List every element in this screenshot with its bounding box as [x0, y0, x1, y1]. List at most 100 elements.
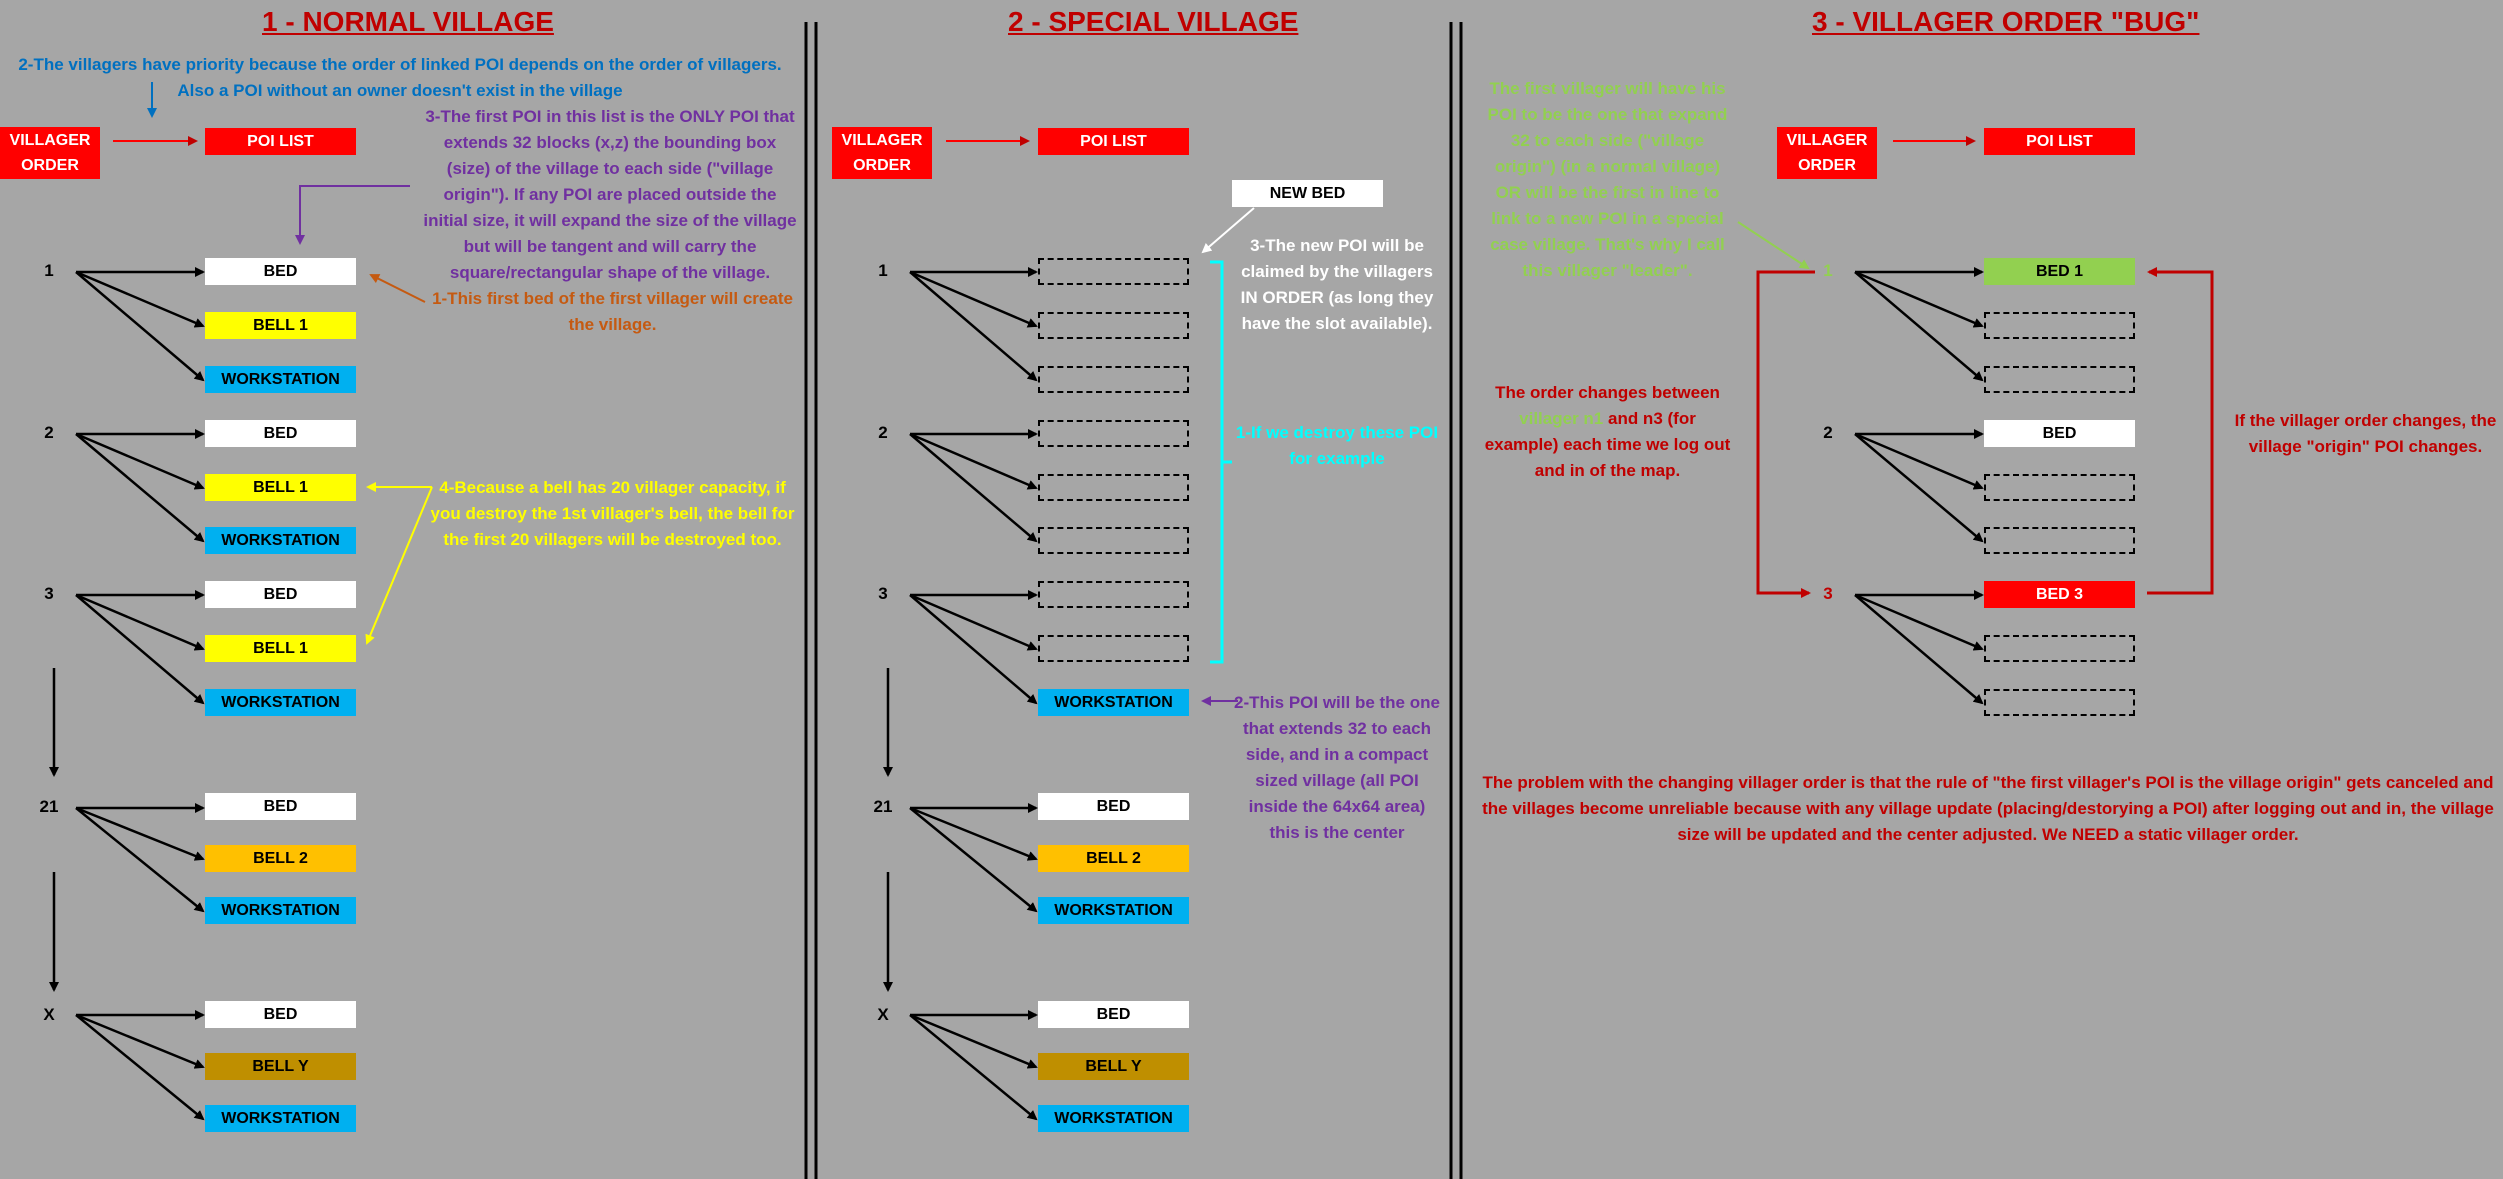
c2-villager-order-header: VILLAGER ORDER	[832, 127, 932, 179]
c2-empty-slot	[1038, 527, 1189, 554]
first-poi-arrow	[295, 185, 410, 245]
c1-v3-bell: BELL 1	[205, 635, 356, 662]
poi-link-arrow	[1854, 593, 1984, 651]
order-changes-villager: villager n1	[1519, 409, 1604, 428]
poi-link-arrow	[1854, 270, 1984, 328]
c1-vx-workstation: WORKSTATION	[205, 1105, 356, 1132]
c2-v3-workstation: WORKSTATION	[1038, 689, 1189, 716]
note-origin-changes: If the villager order changes, the villa…	[2234, 411, 2497, 456]
c2-empty-slot	[1038, 258, 1189, 285]
c1-vx-bed: BED	[205, 1001, 356, 1028]
c2-villager-3-number: 3	[878, 584, 888, 603]
c1-v21-workstation: WORKSTATION	[205, 897, 356, 924]
c2-poi-list-header: POI LIST	[1038, 128, 1189, 155]
c3-empty-slot	[1984, 474, 2135, 501]
c2-empty-slot	[1038, 474, 1189, 501]
poi-link-arrow	[909, 1013, 1038, 1069]
poi-link-arrow	[75, 1014, 205, 1121]
c3-v1-bed: BED 1	[1984, 258, 2135, 285]
order-swap-arrow	[1756, 270, 1815, 598]
c2-empty-slot	[1038, 635, 1189, 662]
c2-villager-2-number: 2	[878, 423, 888, 442]
c3-empty-slot	[1984, 635, 2135, 662]
poi-link-arrow	[75, 593, 205, 651]
note-problem: The problem with the changing villager o…	[1482, 773, 2494, 844]
c1-v1-bed: BED	[205, 258, 356, 285]
c2-villager-1-number: 1	[878, 261, 888, 280]
c1-v2-bed: BED	[205, 420, 356, 447]
c2-vx-bed: BED	[1038, 1001, 1189, 1028]
poi-list-header: POI LIST	[205, 128, 356, 155]
note-poi-extends: 2-This POI will be the one that extends …	[1234, 693, 1440, 842]
poi-link-arrow	[75, 1013, 205, 1069]
c2-empty-slot	[1038, 312, 1189, 339]
c1-v21-bell: BELL 2	[205, 845, 356, 872]
c1-v1-workstation: WORKSTATION	[205, 366, 356, 393]
note-leader: The first villager will have his POI to …	[1487, 79, 1728, 280]
column-separators	[804, 22, 1463, 1179]
note-first-poi: 3-The first POI in this list is the ONLY…	[423, 107, 797, 282]
title-special-village: 2 - SPECIAL VILLAGE	[1008, 6, 1299, 37]
poi-link-arrow	[1854, 433, 1984, 543]
c3-villager-order-header: VILLAGER ORDER	[1777, 127, 1877, 179]
c1-v2-bell: BELL 1	[205, 474, 356, 501]
c2-v21-bed: BED	[1038, 793, 1189, 820]
note-order-changes: The order changes between villager n1 an…	[1480, 380, 1735, 484]
poi-link-arrow	[909, 593, 1038, 651]
poi-link-arrow	[909, 806, 1038, 861]
villager-1-number: 1	[44, 261, 54, 280]
title-villager-order-bug: 3 - VILLAGER ORDER "BUG"	[1812, 6, 2200, 37]
villager-order-header: VILLAGER ORDER	[0, 127, 100, 179]
origin-bracket	[2147, 267, 2214, 595]
new-bed-arrow	[1201, 207, 1255, 254]
c3-empty-slot	[1984, 689, 2135, 716]
title-normal-village: 1 - NORMAL VILLAGE	[262, 6, 554, 37]
note-bell-capacity: 4-Because a bell has 20 villager capacit…	[430, 478, 795, 549]
note-first-bed: 1-This first bed of the first villager w…	[432, 289, 793, 334]
c1-v1-bell: BELL 1	[205, 312, 356, 339]
c3-villager-1-number: 1	[1823, 261, 1833, 280]
c1-v2-workstation: WORKSTATION	[205, 527, 356, 554]
c2-empty-slot	[1038, 581, 1189, 608]
poi-link-arrow	[75, 806, 205, 861]
villager-x-number: X	[43, 1005, 55, 1024]
c2-villager-x-number: X	[877, 1005, 889, 1024]
note-claimed-in-order: 3-The new POI will be claimed by the vil…	[1240, 236, 1434, 333]
note-villager-priority: 2-The villagers have priority because th…	[18, 55, 782, 100]
c2-empty-slot	[1038, 420, 1189, 447]
c3-villager-2-number: 2	[1823, 423, 1833, 442]
poi-link-arrow	[75, 433, 205, 543]
first-bed-arrow	[369, 274, 426, 303]
poi-link-arrow	[1854, 432, 1984, 490]
note-destroy-poi: 1-If we destroy these POI for example	[1235, 423, 1439, 468]
c2-v21-bell: BELL 2	[1038, 845, 1189, 872]
c3-v2-bed: BED	[1984, 420, 2135, 447]
c2-vx-workstation: WORKSTATION	[1038, 1105, 1189, 1132]
poi-link-arrow	[909, 594, 1038, 705]
c3-poi-list-header: POI LIST	[1984, 128, 2135, 155]
villager-3-number: 3	[44, 584, 54, 603]
poi-link-arrow	[909, 1014, 1038, 1121]
c3-empty-slot	[1984, 366, 2135, 393]
c3-empty-slot	[1984, 527, 2135, 554]
poi-link-arrow	[909, 271, 1038, 382]
c1-v3-workstation: WORKSTATION	[205, 689, 356, 716]
poi-link-arrow	[909, 270, 1038, 328]
poi-link-arrow	[75, 270, 205, 328]
c3-villager-3-number: 3	[1823, 584, 1833, 603]
poi-link-arrow	[909, 433, 1038, 543]
c3-empty-slot	[1984, 312, 2135, 339]
c3-v3-bed: BED 3	[1984, 581, 2135, 608]
leader-arrow	[1737, 221, 1810, 270]
poi-link-arrow	[75, 594, 205, 705]
poi-link-arrow	[75, 807, 205, 913]
order-changes-text-c: and n3 (for example) each time we log ou…	[1484, 409, 1731, 480]
poi-link-arrow	[1854, 594, 1984, 705]
c1-vx-bell: BELL Y	[205, 1053, 356, 1080]
poi-link-arrow	[75, 432, 205, 490]
c2-vx-bell: BELL Y	[1038, 1053, 1189, 1080]
poi-link-arrow	[1854, 271, 1984, 382]
destroy-bracket	[1210, 260, 1232, 664]
villager-21-number: 21	[39, 797, 59, 816]
